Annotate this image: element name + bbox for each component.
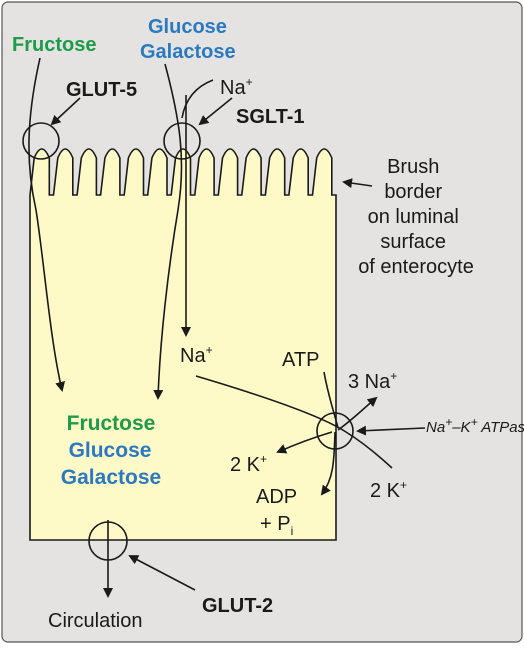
- brush-border-pointer: [342, 178, 373, 189]
- na-to-pump-line: [195, 375, 393, 469]
- na-top-label: Na+: [220, 75, 253, 99]
- sglt1-pointer: [198, 97, 233, 126]
- glucose-arrow: [153, 63, 183, 400]
- glut2-pointer: [128, 555, 196, 591]
- galactose-inside-label: Galactose: [61, 466, 161, 489]
- fructose-top-label: Fructose: [12, 34, 96, 56]
- three-na-label: 3 Na+: [348, 369, 397, 393]
- two-k-right-label: 2 K+: [370, 478, 407, 502]
- adp-label: ADP: [256, 486, 297, 508]
- glut5-pointer: [50, 97, 81, 126]
- adp-out-arrow: [320, 431, 336, 496]
- glucose-inside-label: Glucose: [69, 439, 152, 462]
- pi-label: + Pi: [260, 513, 293, 538]
- circulation-label: Circulation: [48, 610, 142, 632]
- three-na-out-arrow: [337, 396, 378, 431]
- atp-label: ATP: [282, 349, 319, 371]
- pump-pointer: [356, 425, 426, 436]
- pump-label: Na+–K+ ATPase: [426, 415, 524, 436]
- sglt1-label: SGLT-1: [236, 106, 305, 128]
- atp-to-pump-line: [323, 371, 339, 429]
- fructose-arrow: [28, 57, 65, 392]
- galactose-top-label: Galactose: [140, 41, 236, 63]
- glut2-label: GLUT-2: [202, 595, 273, 617]
- na-entry-line: [181, 79, 214, 119]
- na-inside-label: Na+: [180, 343, 213, 367]
- glucose-top-label: Glucose: [148, 16, 227, 38]
- enterocyte-cell: [29, 148, 337, 541]
- two-k-in-arrow: [276, 431, 333, 454]
- fructose-inside-label: Fructose: [67, 412, 156, 435]
- two-k-left-label: 2 K+: [230, 452, 267, 476]
- glut5-transporter: [22, 122, 60, 160]
- brush-border-label: Brush border on luminal surface of enter…: [358, 156, 474, 278]
- glut5-label: GLUT-5: [66, 79, 137, 101]
